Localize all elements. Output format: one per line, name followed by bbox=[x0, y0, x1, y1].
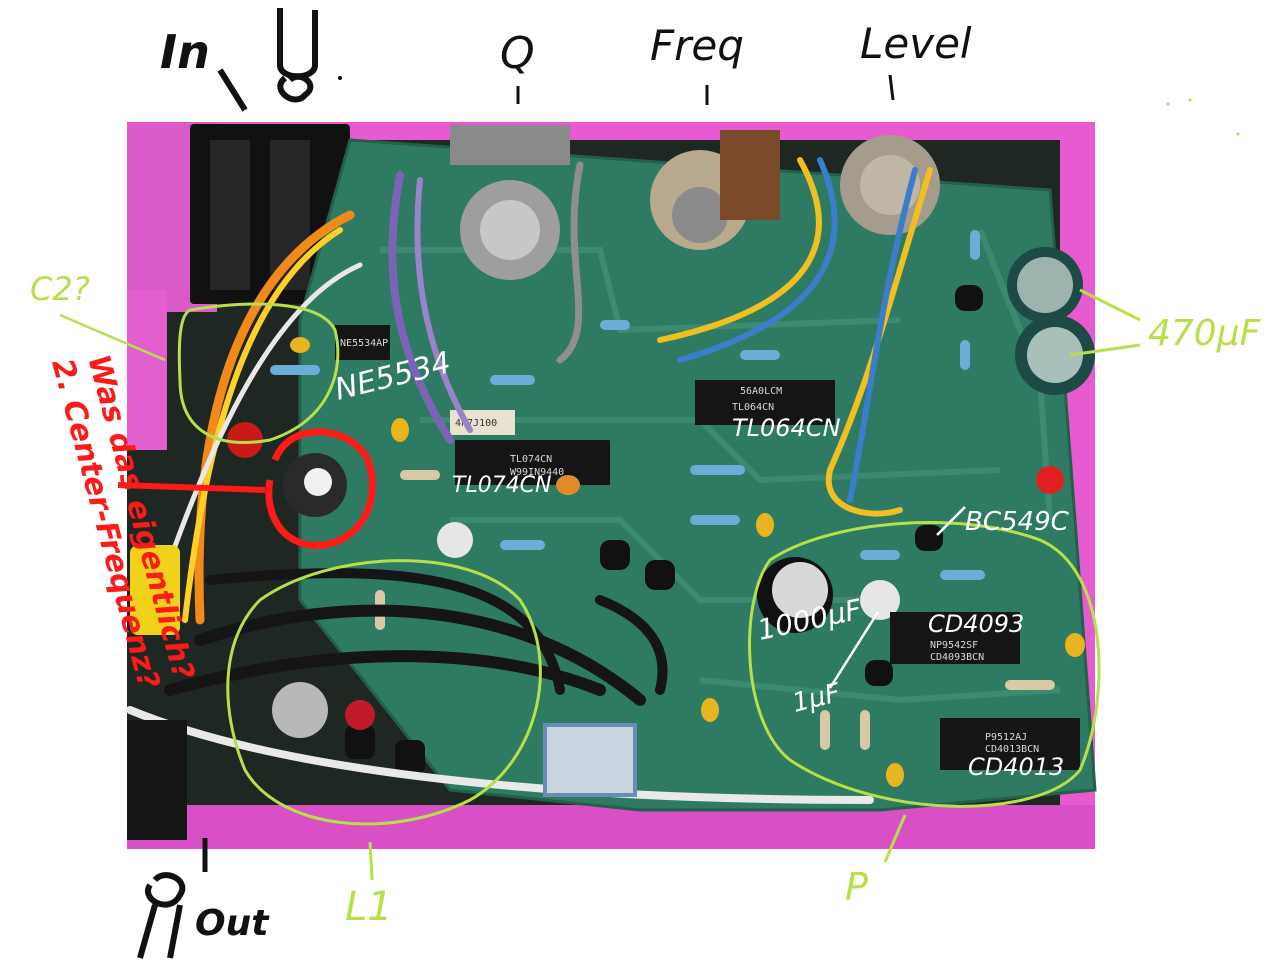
label-freq: Freq bbox=[650, 21, 744, 70]
label-cd4013: CD4013 bbox=[968, 753, 1064, 781]
label-cd4093: CD4093 bbox=[928, 610, 1024, 638]
label-out: Out bbox=[195, 903, 270, 944]
capacitor-470uf bbox=[1007, 247, 1095, 395]
chip-print: P9512AJ bbox=[985, 732, 1027, 743]
label-level: Level bbox=[860, 19, 972, 68]
label-bc549: BC549C bbox=[965, 507, 1070, 537]
annotation-q: Q bbox=[500, 28, 535, 104]
chip-print: CD4013BCN bbox=[985, 744, 1039, 755]
ic-cd4013 bbox=[940, 718, 1080, 770]
chip-print: TL064CN bbox=[732, 402, 774, 413]
label-l1: L1 bbox=[345, 884, 393, 930]
chip-print: CD4093BCN bbox=[930, 652, 984, 663]
ic-tl074 bbox=[455, 440, 610, 485]
chip-print: NE5534AP bbox=[340, 338, 388, 349]
potentiometer-freq bbox=[650, 130, 780, 250]
annotation-p: P bbox=[748, 521, 1101, 909]
annotation-470uf: 470µF bbox=[1069, 288, 1262, 357]
annotation-freq: Freq bbox=[650, 21, 744, 105]
jack-symbol-out bbox=[137, 872, 186, 959]
annotation-level: Level bbox=[860, 19, 972, 101]
chip-print: 56A0LCM bbox=[740, 386, 782, 397]
annotation-c2: C2? bbox=[30, 270, 340, 444]
label-in: In bbox=[160, 25, 210, 79]
potentiometer-q bbox=[450, 125, 570, 280]
capacitor-1000uf bbox=[757, 557, 833, 633]
pcb-photo: NE5534AP TL074CN W99IN9440 56A0LCM TL064… bbox=[126, 122, 1097, 849]
label-tl064: TL064CN bbox=[732, 414, 841, 442]
ic-tl064 bbox=[695, 380, 835, 425]
label-p: P bbox=[845, 865, 868, 909]
chip-print: W99IN9440 bbox=[510, 467, 564, 478]
capacitor-1uf bbox=[860, 580, 900, 620]
annotation-out: Out bbox=[137, 838, 270, 959]
label-c2: C2? bbox=[30, 270, 90, 308]
label-tl074: TL074CN bbox=[452, 473, 552, 498]
annotation-l1: L1 bbox=[226, 559, 542, 930]
chip-print: 4n7J100 bbox=[455, 418, 497, 429]
label-q: Q bbox=[500, 28, 535, 79]
annotation-in: In bbox=[160, 8, 342, 112]
ic-ne5534 bbox=[335, 325, 390, 360]
label-470uf: 470µF bbox=[1148, 313, 1262, 354]
jack-symbol-in bbox=[277, 8, 318, 103]
chip-print: NP9542SF bbox=[930, 640, 978, 651]
ic-cd4093 bbox=[890, 612, 1020, 664]
chip-print: TL074CN bbox=[510, 454, 552, 465]
